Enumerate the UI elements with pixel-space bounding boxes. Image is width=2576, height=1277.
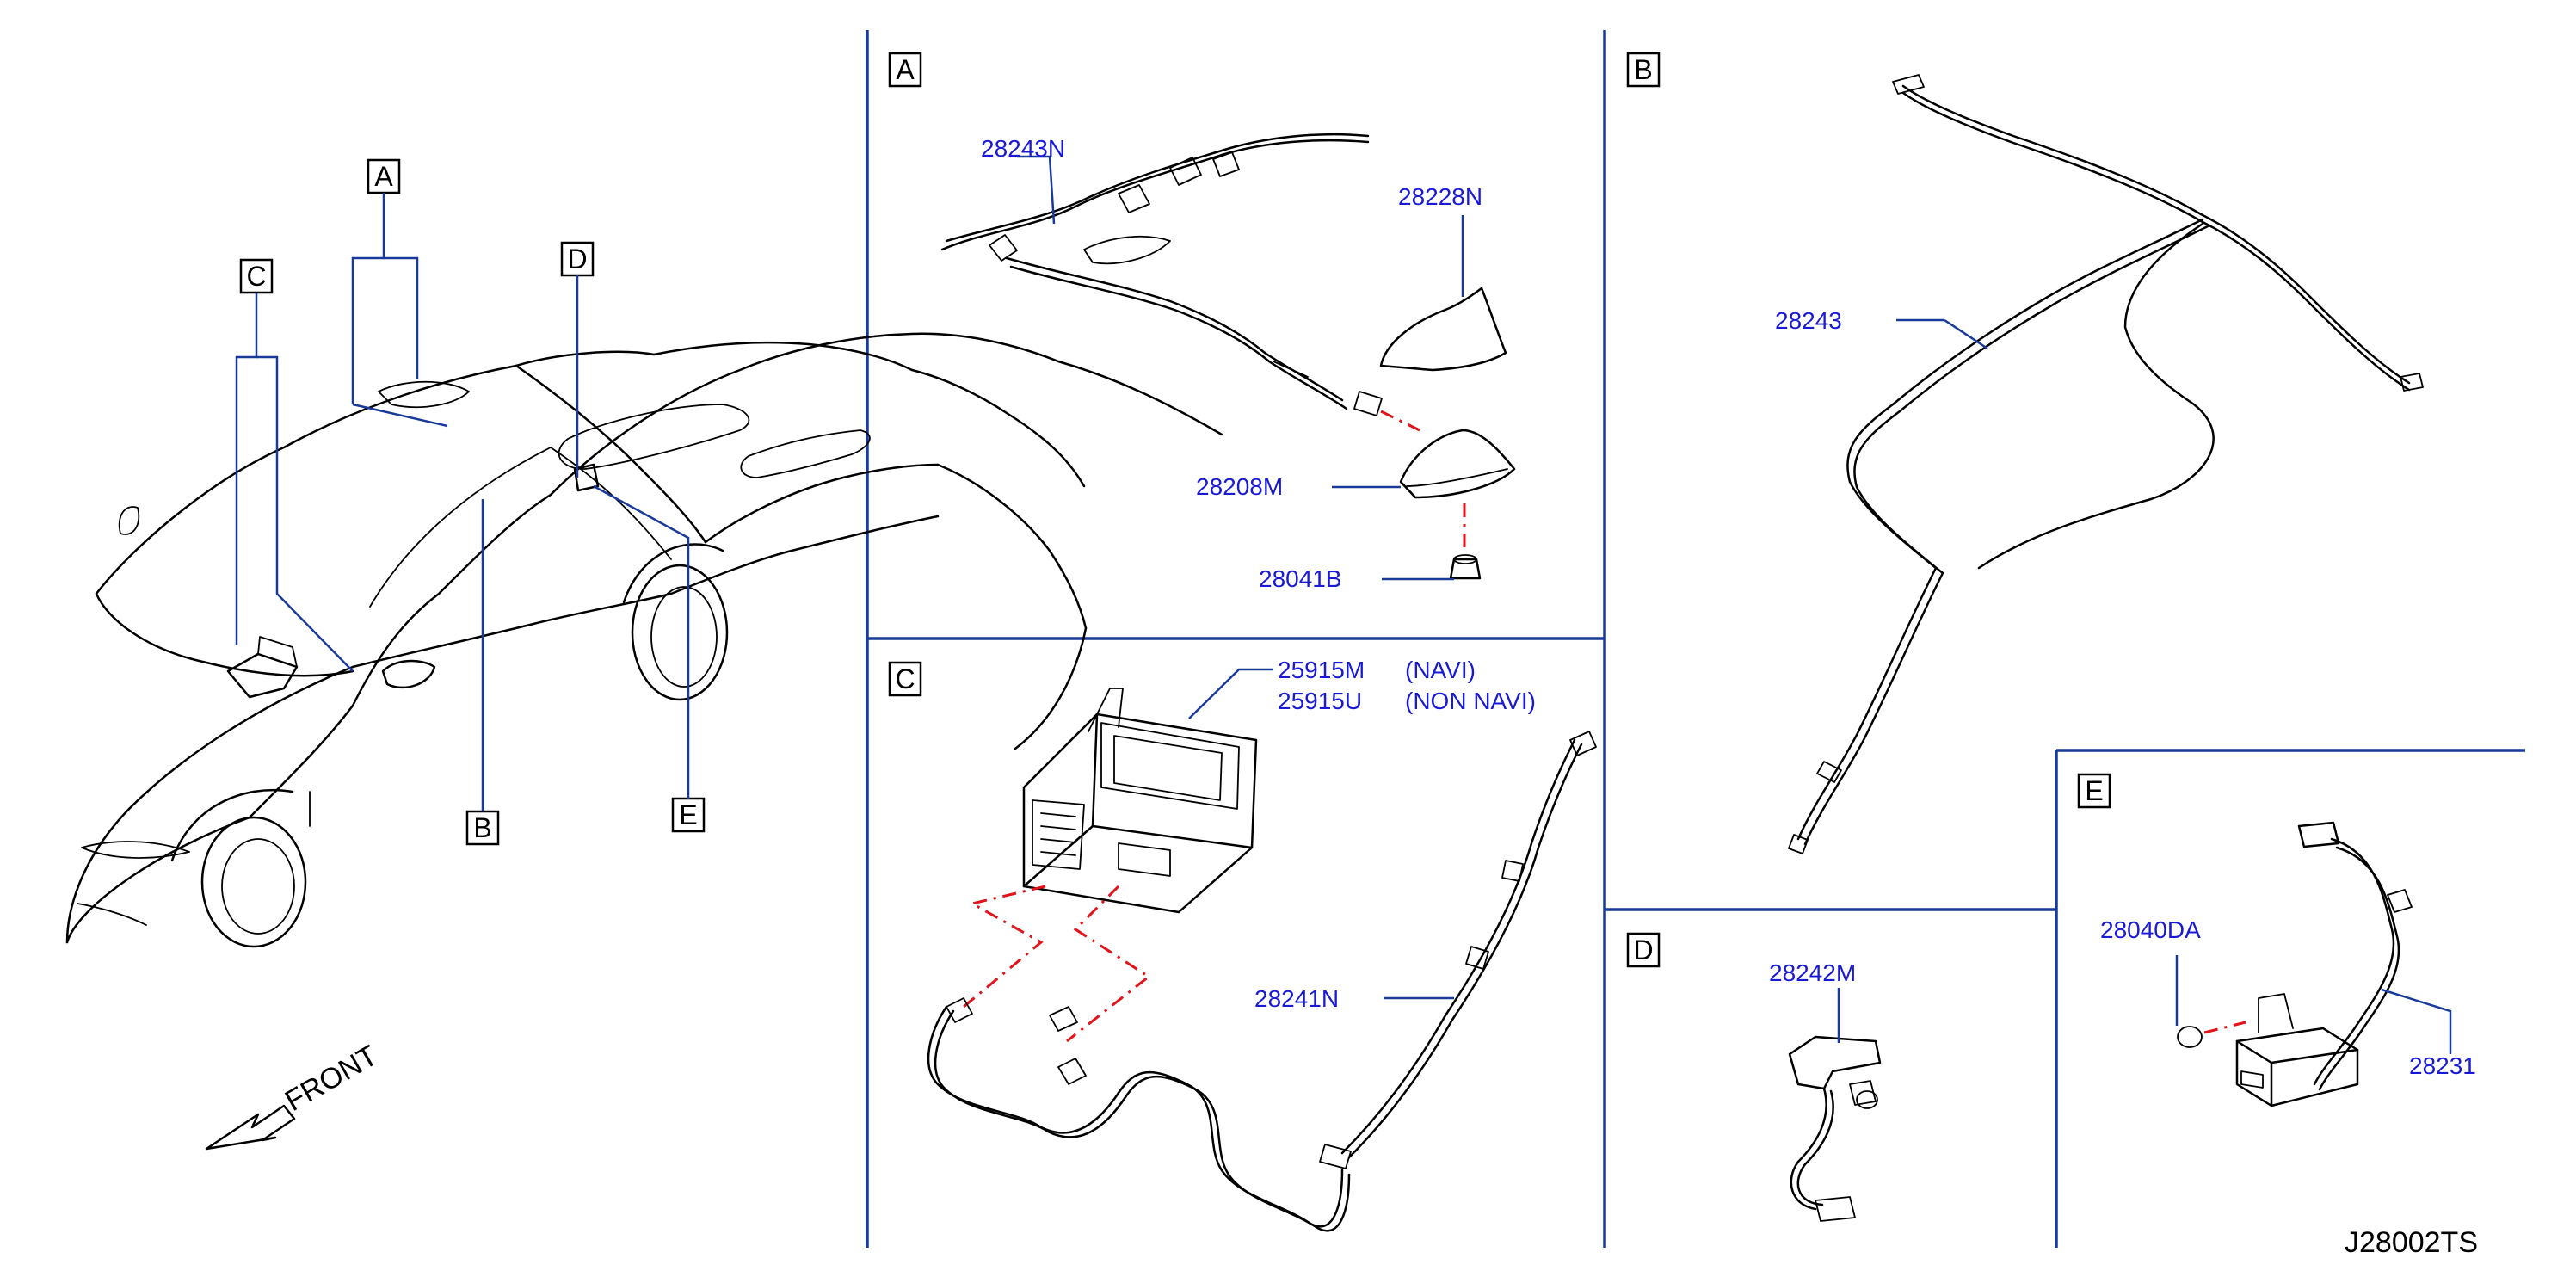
svg-text:D: D (1633, 935, 1653, 965)
svg-text:A: A (896, 54, 915, 85)
part-25915u[interactable]: 25915U (1278, 688, 1362, 714)
callout-c-box (239, 258, 274, 294)
harness-28243n (940, 139, 1370, 251)
svg-text:D: D (567, 244, 587, 275)
windshield (369, 447, 672, 608)
part-28208m[interactable]: 28208M (1196, 473, 1283, 500)
note-navi: (NAVI) (1405, 657, 1476, 683)
overview-callouts: A C D B E (235, 158, 706, 846)
section-label-c: C (888, 661, 922, 697)
section-label-b: B (1626, 52, 1661, 88)
figure-id: J28002TS (2345, 1226, 2478, 1259)
section-dividers (866, 30, 2525, 1248)
car-overview (65, 332, 1223, 948)
section-label-e: E (2077, 773, 2111, 809)
part-28241n[interactable]: 28241N (1254, 985, 1339, 1012)
part-25915m[interactable]: 25915M (1278, 657, 1365, 683)
svg-text:E: E (679, 799, 697, 830)
part-28231[interactable]: 28231 (2409, 1052, 2476, 1079)
harness-28242m (1788, 1035, 1882, 1090)
side-mirror (381, 659, 436, 689)
harness-28241n (927, 1005, 1344, 1228)
antenna-cover-28228n (1379, 287, 1507, 372)
roof-line (65, 332, 1223, 944)
note-non-navi: (NON NAVI) (1405, 688, 1536, 714)
section-c: 25915M (NAVI) 25915U (NON NAVI) 28241N (927, 657, 1597, 1232)
callout-a-box (367, 158, 401, 194)
front-label: FRONT (280, 1039, 383, 1117)
front-wheel (200, 816, 307, 948)
av-unit-location (226, 652, 299, 699)
section-a: 28243N 28228N 28208M 28041B (940, 133, 1516, 592)
svg-text:A: A (374, 161, 393, 192)
hood-line (95, 350, 656, 595)
part-28228n[interactable]: 28228N (1398, 183, 1482, 210)
svg-text:C: C (246, 261, 266, 292)
headlight (81, 841, 190, 859)
section-b: 28243 (1775, 74, 2424, 854)
svg-text:B: B (1634, 54, 1652, 85)
svg-text:E: E (2085, 775, 2103, 806)
nut-28041b (1449, 558, 1482, 580)
section-e: 28040DA 28231 (2100, 821, 2476, 1107)
harness-28243 (1901, 84, 2411, 385)
svg-text:B: B (473, 812, 491, 843)
part-28242m[interactable]: 28242M (1769, 959, 1856, 986)
callout-e-box (671, 797, 706, 833)
module-28231 (2235, 1027, 2359, 1107)
section-label-a: A (888, 52, 922, 88)
part-28243n[interactable]: 28243N (981, 135, 1065, 162)
rear-wheel (631, 564, 729, 701)
connector-e (2297, 821, 2340, 848)
clip-28040da (2177, 1026, 2203, 1048)
part-28243[interactable]: 28243 (1775, 307, 1842, 334)
svg-text:C: C (895, 663, 915, 694)
window-line (704, 463, 940, 544)
part-28041b[interactable]: 28041B (1259, 565, 1342, 592)
front-arrow-icon (205, 1104, 296, 1151)
front-arrow: FRONT (205, 1039, 383, 1151)
part-28040da[interactable]: 28040DA (2100, 916, 2201, 943)
a-pillar (515, 364, 707, 544)
section-d: 28242M (1769, 959, 1882, 1222)
antenna-base-28208m (1399, 429, 1516, 499)
section-label-d: D (1626, 932, 1661, 968)
